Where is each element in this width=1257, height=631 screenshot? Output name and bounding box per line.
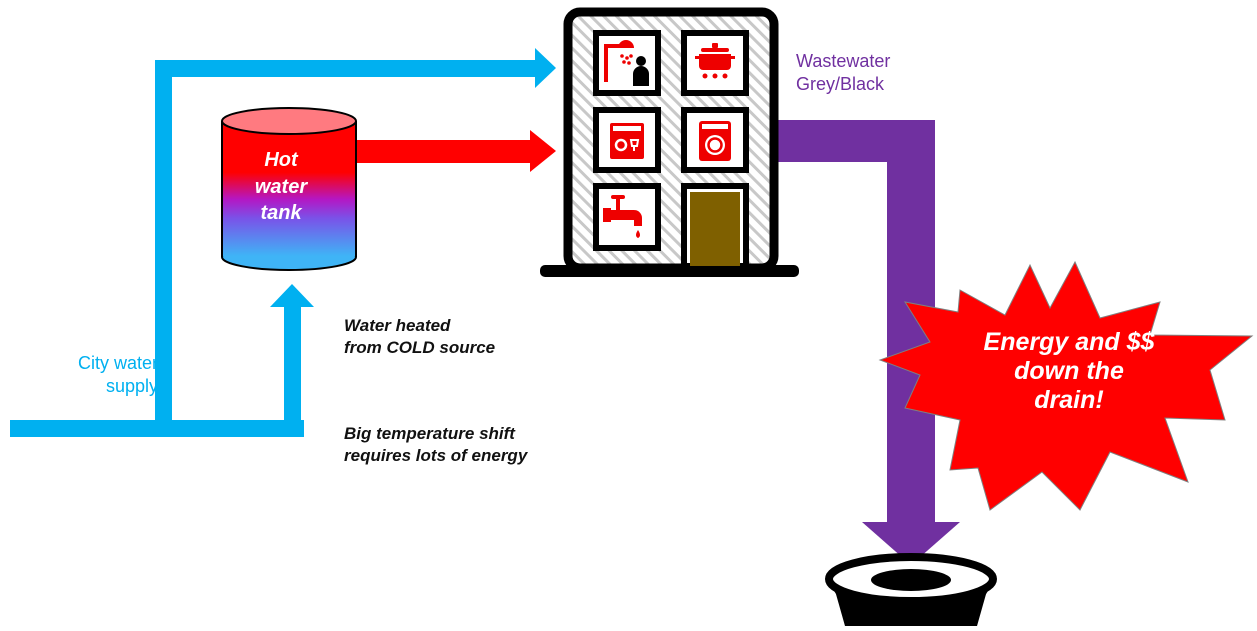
- room-dishwasher: [593, 107, 661, 173]
- building: [540, 7, 799, 277]
- room-washing-machine: [681, 107, 749, 173]
- hot-water-tank-label: Hot water tank: [254, 149, 308, 225]
- washing-machine-icon: [699, 121, 731, 161]
- wastewater-label: Wastewater Grey/Black: [796, 51, 891, 95]
- energy-loss-burst-label: Energy and $$ down the drain!: [983, 328, 1155, 414]
- cooking-pot-icon: [695, 43, 735, 79]
- tank-feed-arrow-head: [270, 284, 314, 307]
- room-door: [681, 183, 749, 269]
- dishwasher-icon: [610, 123, 644, 159]
- wastewater-pipe: [778, 120, 960, 565]
- city-water-supply-label: City water supply: [77, 353, 158, 397]
- drain-icon: [825, 553, 997, 626]
- cold-water-pipes: [10, 48, 556, 437]
- building-base: [540, 265, 799, 277]
- door-icon: [690, 192, 740, 266]
- room-shower: [593, 30, 661, 96]
- room-cooking: [681, 30, 749, 96]
- room-faucet: [593, 183, 661, 251]
- supply-arrow-head: [535, 48, 556, 88]
- hot-water-arrow: [356, 130, 556, 172]
- shower-icon: [604, 40, 649, 86]
- hot-water-tank: [221, 107, 357, 271]
- tank-top: [221, 107, 357, 135]
- supply-top-pipe: [155, 60, 540, 77]
- tank-feed-pipe: [284, 305, 301, 435]
- energy-requirement-note: Big temperature shift requires lots of e…: [344, 424, 528, 466]
- faucet-icon: [603, 195, 642, 238]
- wastewater-arrow-head: [862, 522, 960, 565]
- water-heated-note: Water heated from COLD source: [344, 316, 496, 358]
- supply-riser-pipe: [155, 60, 172, 436]
- energy-loss-burst: [878, 260, 1254, 511]
